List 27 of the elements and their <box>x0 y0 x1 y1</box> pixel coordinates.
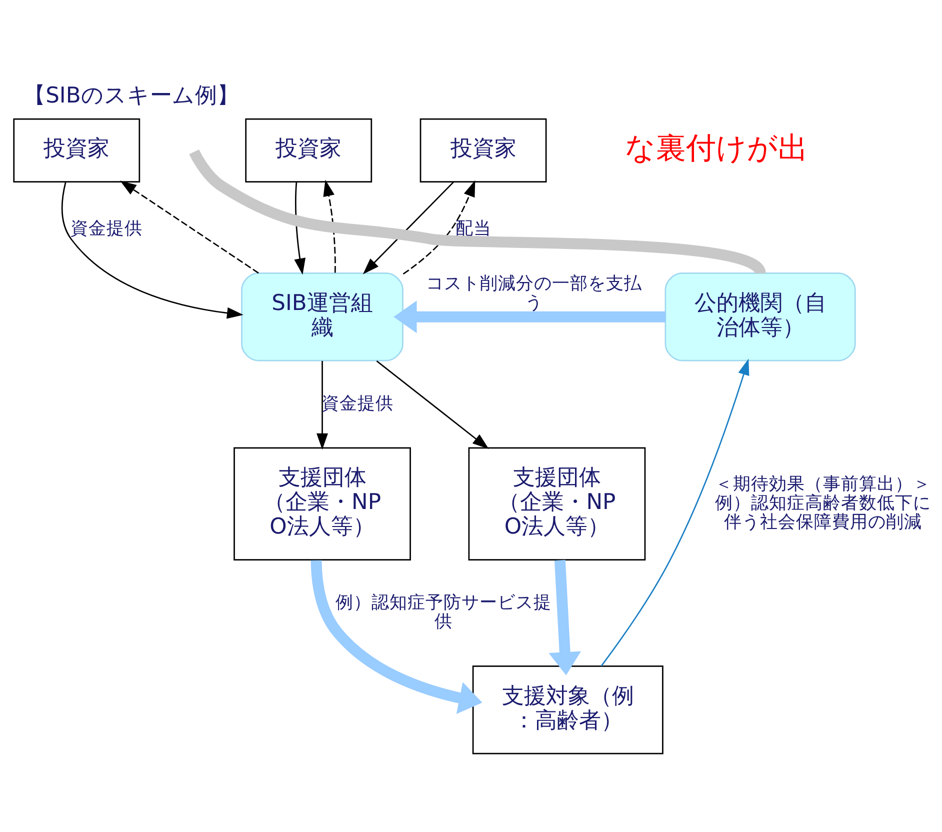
node-box: 投資家 <box>420 118 547 182</box>
arrow <box>61 181 244 318</box>
edge-label: 例）認知症予防サービス提供 <box>336 592 552 632</box>
node-box: 公的機関（自治体等） <box>664 272 856 361</box>
node-box: 支援団体 （企業・NPO法人等） <box>234 446 411 560</box>
node-box: 支援団体 （企業・NPO法人等） <box>468 446 646 560</box>
arrow <box>362 180 454 274</box>
arrow <box>600 358 750 666</box>
edge-label: コスト削減分の一部を支払う <box>426 273 642 312</box>
diagram-title: 【SIBのスキーム例】 <box>24 82 239 108</box>
connector <box>189 148 765 276</box>
arrow <box>310 560 482 714</box>
arrow <box>316 360 328 450</box>
node-box: 支援対象（例：高齢者） <box>472 665 664 754</box>
node-box: 投資家 <box>13 118 140 182</box>
arrow <box>548 559 582 675</box>
arrow <box>323 179 336 272</box>
label: な裏付けが出 <box>625 130 808 166</box>
edge-label: 資金提供 <box>70 218 143 239</box>
edge-label: 配当 <box>456 218 492 239</box>
node-box: SIB運営組織 <box>241 272 404 361</box>
arrow <box>120 180 259 274</box>
arrow <box>394 300 666 333</box>
arrow <box>402 180 476 274</box>
edge-label: ＜期待効果（事前算出）＞例）認知症高齢者数低下に伴う社会保障費用の削減 <box>715 474 932 532</box>
node-box: 投資家 <box>245 118 372 182</box>
arrow <box>376 360 489 448</box>
